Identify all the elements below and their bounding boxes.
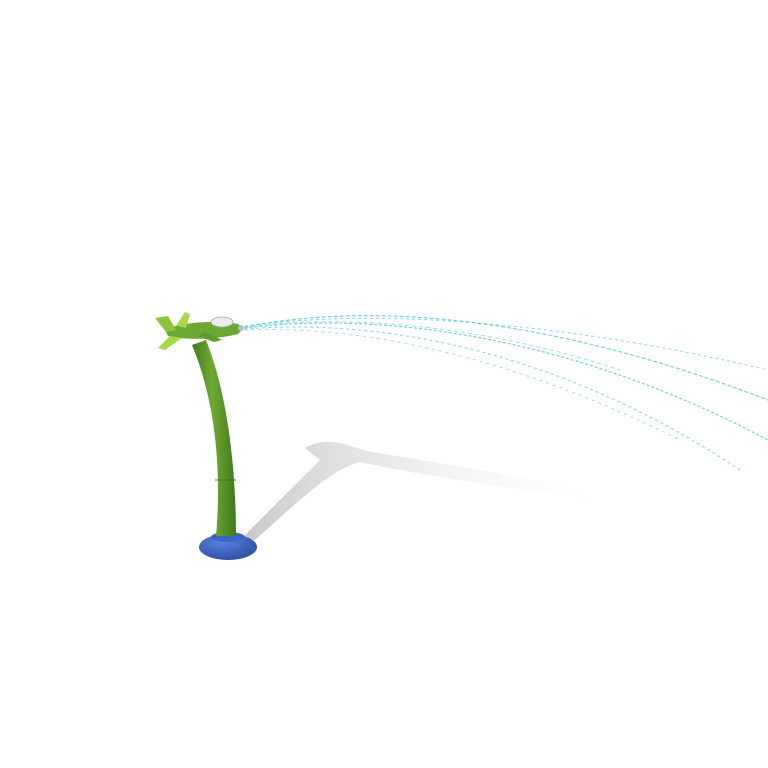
airplane-nozzle xyxy=(155,312,244,350)
green-pole xyxy=(192,340,236,536)
ground-shadow xyxy=(240,441,600,540)
water-spray xyxy=(244,315,768,471)
